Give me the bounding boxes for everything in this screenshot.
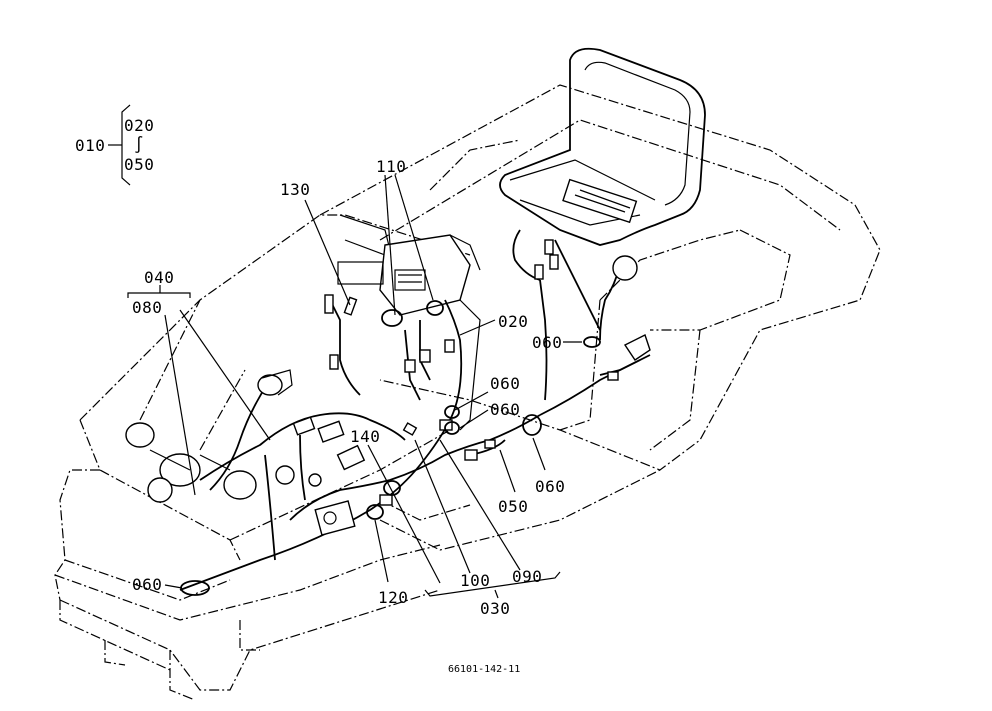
callout-range-symbol: ∫ [134,135,144,154]
seat [499,47,706,246]
callout-050: 050 [498,497,528,516]
callout-080: 080 [132,298,162,317]
callout-020-top: 020 [124,116,154,135]
callout-060-a: 060 [532,333,562,352]
drawing-number: 66101-142-11 [448,664,520,675]
leader-lines [108,104,582,599]
callout-060-d: 060 [535,477,565,496]
tractor-body-outline [54,84,881,701]
callout-120: 120 [378,588,408,607]
callout-060-b: 060 [490,374,520,393]
components [125,239,651,596]
callout-060-e: 060 [132,575,162,594]
callout-140: 140 [350,427,380,446]
callout-labels: 010 020 ∫ 050 040 080 130 110 020 060 06… [75,116,565,675]
callout-060-c: 060 [490,400,520,419]
callout-020: 020 [498,312,528,331]
callout-040: 040 [144,268,174,287]
callout-090: 090 [512,567,542,586]
callout-050-top: 050 [124,155,154,174]
callout-100: 100 [460,571,490,590]
callout-110: 110 [376,157,406,176]
callout-010: 010 [75,136,105,155]
wiring-harness [179,229,651,591]
callout-130: 130 [280,180,310,199]
callout-030: 030 [480,599,510,618]
